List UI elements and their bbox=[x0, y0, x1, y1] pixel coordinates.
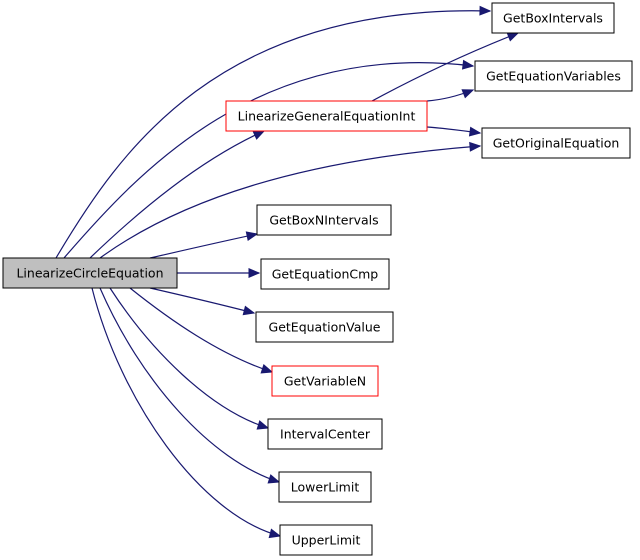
edge-LinearizeGeneralEquationInt-to-GetBoxIntervals bbox=[371, 32, 519, 102]
node-box[interactable] bbox=[2, 257, 178, 289]
edge-LinearizeCircleEquation-to-GetVariableN bbox=[129, 287, 273, 373]
edge-LinearizeCircleEquation-to-LowerLimit bbox=[99, 287, 280, 483]
arrowhead-LinearizeCircleEquation-to-GetOriginalEquation bbox=[469, 141, 482, 152]
arrowhead-LinearizeCircleEquation-to-UpperLimit bbox=[268, 528, 282, 539]
node-label: LinearizeCircleEquation bbox=[16, 266, 163, 281]
node-GetBoxIntervals[interactable]: GetBoxIntervals bbox=[491, 2, 615, 34]
arrowhead-LinearizeCircleEquation-to-GetBoxIntervals bbox=[479, 5, 492, 16]
arrowhead-LinearizeGeneralEquationInt-to-GetEquationVariables bbox=[461, 89, 475, 99]
edge-LinearizeCircleEquation-to-GetEquationVariables bbox=[63, 62, 474, 259]
node-LinearizeGeneralEquationInt[interactable]: LinearizeGeneralEquationInt bbox=[225, 100, 428, 132]
node-box[interactable] bbox=[225, 100, 428, 132]
edge-LinearizeCircleEquation-to-LinearizeGeneralEquationInt bbox=[89, 130, 265, 259]
arrowhead-LinearizeCircleEquation-to-LinearizeGeneralEquationInt bbox=[252, 130, 266, 140]
node-LinearizeCircleEquation[interactable]: LinearizeCircleEquation bbox=[2, 257, 178, 289]
arrowhead-LinearizeCircleEquation-to-LowerLimit bbox=[267, 474, 281, 484]
node-label: GetOriginalEquation bbox=[493, 136, 620, 151]
node-GetBoxNIntervals[interactable]: GetBoxNIntervals bbox=[256, 204, 392, 236]
arrowhead-LinearizeCircleEquation-to-IntervalCenter bbox=[256, 420, 270, 430]
arrowhead-LinearizeCircleEquation-to-GetEquationCmp bbox=[248, 268, 261, 278]
node-box[interactable] bbox=[267, 418, 383, 450]
node-box[interactable] bbox=[481, 127, 631, 159]
arrowhead-LinearizeCircleEquation-to-GetEquationVariables bbox=[461, 59, 475, 70]
node-box[interactable] bbox=[279, 524, 373, 556]
node-IntervalCenter[interactable]: IntervalCenter bbox=[267, 418, 383, 450]
node-box[interactable] bbox=[474, 60, 633, 92]
node-GetOriginalEquation[interactable]: GetOriginalEquation bbox=[481, 127, 631, 159]
node-GetEquationValue[interactable]: GetEquationValue bbox=[255, 311, 394, 343]
node-box[interactable] bbox=[278, 471, 372, 503]
edge-LinearizeCircleEquation-to-UpperLimit bbox=[91, 287, 281, 537]
node-label: UpperLimit bbox=[292, 533, 361, 548]
edge-LinearizeCircleEquation-to-IntervalCenter bbox=[109, 287, 269, 429]
node-label: GetVariableN bbox=[284, 374, 366, 389]
node-label: GetEquationValue bbox=[269, 320, 381, 335]
edges-layer bbox=[55, 5, 520, 539]
node-label: LowerLimit bbox=[291, 480, 360, 495]
node-box[interactable] bbox=[256, 204, 392, 236]
node-GetEquationVariables[interactable]: GetEquationVariables bbox=[474, 60, 633, 92]
arrowhead-LinearizeCircleEquation-to-GetVariableN bbox=[260, 364, 274, 374]
nodes-layer: LinearizeCircleEquation LinearizeGeneralE… bbox=[2, 2, 633, 556]
node-box[interactable] bbox=[491, 2, 615, 34]
arrowhead-LinearizeGeneralEquationInt-to-GetOriginalEquation bbox=[468, 126, 482, 137]
edge-LinearizeCircleEquation-to-GetBoxIntervals bbox=[55, 10, 491, 259]
node-label: GetBoxNIntervals bbox=[269, 213, 378, 228]
edge-LinearizeCircleEquation-to-GetBoxNIntervals bbox=[149, 233, 258, 259]
node-LowerLimit[interactable]: LowerLimit bbox=[278, 471, 372, 503]
node-UpperLimit[interactable]: UpperLimit bbox=[279, 524, 373, 556]
node-label: IntervalCenter bbox=[280, 427, 371, 442]
node-label: GetEquationVariables bbox=[486, 69, 621, 84]
arrowhead-LinearizeCircleEquation-to-GetEquationValue bbox=[242, 305, 256, 316]
node-label: GetEquationCmp bbox=[272, 267, 379, 282]
node-GetEquationCmp[interactable]: GetEquationCmp bbox=[260, 258, 390, 290]
node-box[interactable] bbox=[255, 311, 394, 343]
edge-LinearizeCircleEquation-to-GetOriginalEquation bbox=[99, 145, 481, 259]
node-GetVariableN[interactable]: GetVariableN bbox=[271, 365, 379, 397]
node-box[interactable] bbox=[260, 258, 390, 290]
node-box[interactable] bbox=[271, 365, 379, 397]
arrowhead-LinearizeCircleEquation-to-GetBoxNIntervals bbox=[245, 231, 259, 242]
node-label: GetBoxIntervals bbox=[503, 11, 603, 26]
node-label: LinearizeGeneralEquationInt bbox=[238, 109, 416, 124]
edge-LinearizeCircleEquation-to-GetEquationValue bbox=[149, 287, 255, 314]
arrowhead-LinearizeGeneralEquationInt-to-GetBoxIntervals bbox=[506, 32, 520, 42]
